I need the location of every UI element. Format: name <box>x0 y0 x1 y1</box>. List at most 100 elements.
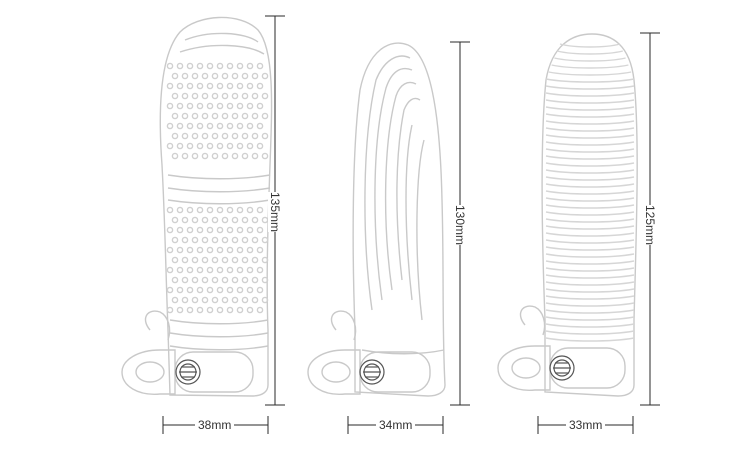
texture-dot <box>256 122 264 130</box>
texture-dot <box>206 122 214 130</box>
height-label-1: 135mm <box>268 192 282 233</box>
texture-dot <box>186 266 194 274</box>
texture-dot <box>231 72 239 80</box>
texture-rib <box>545 288 635 293</box>
sleeve-ribs <box>545 43 635 342</box>
texture-dot <box>206 266 214 274</box>
texture-dot <box>171 152 179 160</box>
texture-dot <box>246 206 254 214</box>
flow-ring-1 <box>361 349 445 355</box>
texture-rib <box>545 225 635 230</box>
texture-dot <box>246 82 254 90</box>
sleeve-flowing-tab <box>330 310 357 341</box>
texture-dot <box>181 112 189 120</box>
texture-dot <box>236 246 244 254</box>
texture-rib <box>545 330 635 335</box>
texture-dot <box>196 306 204 314</box>
texture-dot <box>196 102 204 110</box>
texture-dot <box>206 102 214 110</box>
texture-dot <box>191 256 199 264</box>
texture-rib <box>551 64 629 69</box>
texture-dot <box>221 72 229 80</box>
sleeve-dotted-tab <box>144 310 171 341</box>
texture-dot <box>241 296 249 304</box>
texture-dot <box>216 266 224 274</box>
texture-dot <box>191 236 199 244</box>
texture-dot <box>196 286 204 294</box>
texture-dot <box>171 216 179 224</box>
texture-dot <box>221 276 229 284</box>
texture-dot <box>181 132 189 140</box>
texture-dot <box>256 206 264 214</box>
texture-dot <box>186 122 194 130</box>
texture-dot <box>251 112 259 120</box>
sleeve-dotted-ring-hole <box>135 361 165 383</box>
texture-dot <box>201 276 209 284</box>
texture-dot <box>251 72 259 80</box>
texture-dot <box>196 142 204 150</box>
texture-dot <box>206 62 214 70</box>
texture-dot <box>201 152 209 160</box>
texture-dot <box>186 306 194 314</box>
texture-rib <box>545 148 635 153</box>
texture-dot <box>171 236 179 244</box>
texture-dot <box>171 92 179 100</box>
flow-line-2 <box>374 67 413 301</box>
texture-dot <box>241 276 249 284</box>
texture-dot <box>216 246 224 254</box>
texture-dot <box>176 102 184 110</box>
texture-rib <box>554 57 626 62</box>
texture-dot <box>181 152 189 160</box>
texture-dot <box>251 152 259 160</box>
texture-dot <box>246 122 254 130</box>
texture-dot <box>216 102 224 110</box>
texture-dot <box>256 82 264 90</box>
texture-dot <box>231 112 239 120</box>
mid-ring-3 <box>167 199 271 205</box>
texture-rib <box>545 204 635 209</box>
texture-rib <box>545 232 635 237</box>
texture-dot <box>236 266 244 274</box>
texture-dot <box>261 152 269 160</box>
texture-rib <box>545 99 635 104</box>
sleeve-dotted-bullet <box>174 351 254 393</box>
texture-rib <box>545 113 635 118</box>
texture-dot <box>216 206 224 214</box>
texture-rib <box>545 197 635 202</box>
low-ring-1 <box>169 319 269 325</box>
texture-dot <box>191 152 199 160</box>
texture-dot <box>241 112 249 120</box>
texture-dot <box>186 142 194 150</box>
texture-dot <box>186 62 194 70</box>
texture-dot <box>256 286 264 294</box>
texture-dot <box>226 306 234 314</box>
texture-rib <box>545 260 635 265</box>
texture-rib <box>545 274 635 279</box>
texture-dot <box>171 112 179 120</box>
flow-line-6 <box>416 139 425 321</box>
texture-dot <box>216 142 224 150</box>
texture-dot <box>176 206 184 214</box>
texture-rib <box>545 323 635 328</box>
texture-dot <box>231 256 239 264</box>
texture-dot <box>251 256 259 264</box>
texture-dot <box>211 216 219 224</box>
texture-dot <box>231 152 239 160</box>
texture-dot <box>191 296 199 304</box>
bullet-end-1 <box>175 359 201 385</box>
width-label-1: 38mm <box>195 418 235 432</box>
head-ring-1 <box>184 32 259 43</box>
texture-dot <box>211 256 219 264</box>
flow-line-4 <box>396 97 421 281</box>
texture-dot <box>231 236 239 244</box>
texture-dot <box>206 246 214 254</box>
texture-dot <box>171 256 179 264</box>
texture-dot <box>216 226 224 234</box>
low-ring-3 <box>169 345 269 351</box>
sleeve-flowing <box>307 42 446 397</box>
texture-dot <box>166 142 174 150</box>
texture-dot <box>236 122 244 130</box>
texture-dot <box>256 306 264 314</box>
texture-dot <box>166 226 174 234</box>
